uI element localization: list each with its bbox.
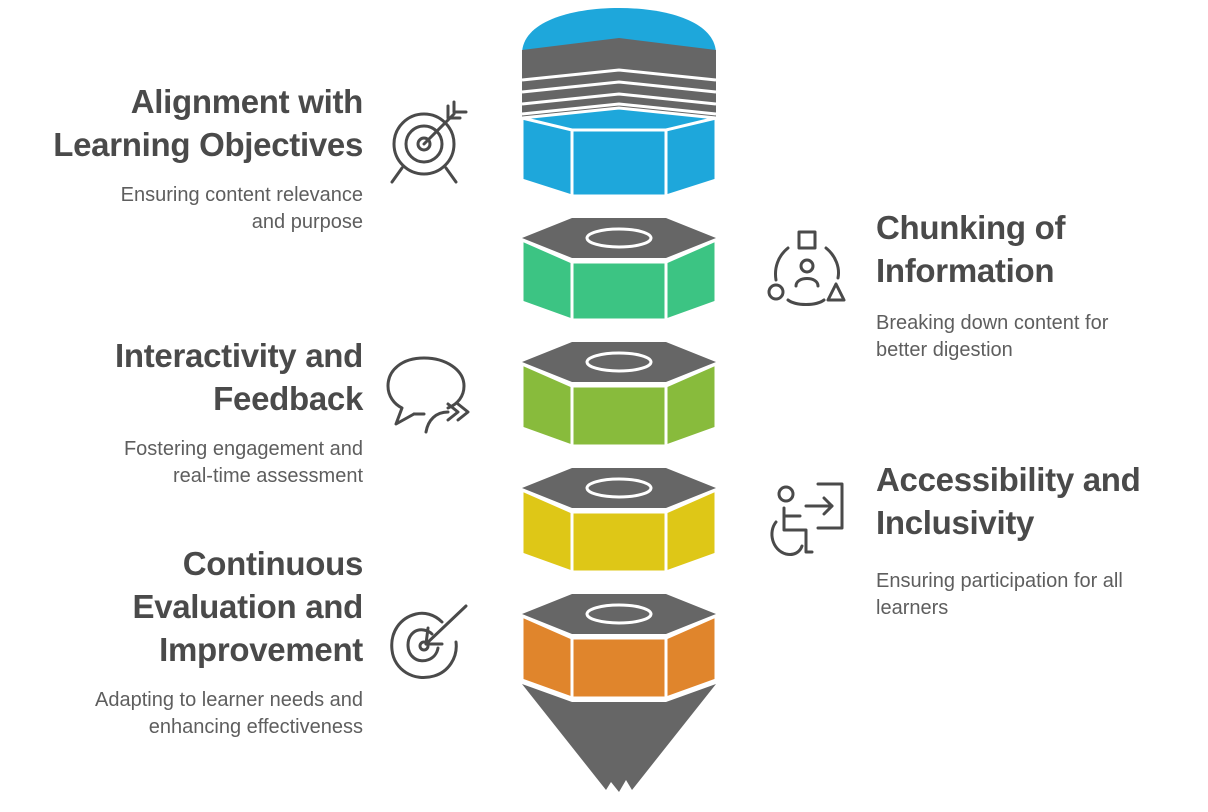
shapes-person-icon: [766, 228, 848, 310]
item-continuous-evaluation: Continuous Evaluation and Improvement Ad…: [0, 542, 363, 741]
title-line: Information: [876, 252, 1055, 289]
item-description: Ensuring participation for all learners: [876, 568, 1206, 622]
item-title: Interactivity and Feedback: [0, 334, 363, 420]
orange-prism-block: [520, 594, 718, 792]
lime-prism-top: [522, 342, 716, 382]
title-line: Evaluation and: [132, 588, 363, 625]
item-description: Adapting to learner needs and enhancing …: [0, 687, 363, 741]
item-title: Continuous Evaluation and Improvement: [0, 542, 363, 671]
title-line: Interactivity and: [115, 337, 363, 374]
description-line: and purpose: [251, 211, 363, 233]
description-line: learners: [876, 597, 949, 619]
title-line: Alignment with: [130, 83, 364, 120]
item-title: Accessibility and Inclusivity: [876, 458, 1206, 544]
yellow-prism-top: [522, 468, 716, 508]
item-description: Fostering engagement and real-time asses…: [0, 436, 363, 490]
item-description: Breaking down content for better digesti…: [876, 310, 1206, 364]
title-line: Chunking of: [876, 209, 1066, 246]
title-line: Improvement: [159, 631, 363, 668]
target-incoming-arrow-icon: [386, 600, 472, 686]
description-line: Ensuring participation for all: [876, 570, 1123, 592]
description-line: Breaking down content for: [876, 312, 1109, 334]
green-prism-top: [522, 218, 716, 258]
item-title: Alignment with Learning Objectives: [0, 80, 363, 166]
description-line: Ensuring content relevance: [120, 184, 363, 206]
blue-prism-side: [520, 106, 718, 198]
item-title: Chunking of Information: [876, 206, 1206, 292]
title-line: Continuous: [182, 545, 364, 582]
pencil-tip: [522, 684, 716, 792]
item-description: Ensuring content relevance and purpose: [0, 182, 363, 236]
target-arrow-icon: [388, 100, 470, 188]
title-line: Inclusivity: [876, 504, 1035, 541]
item-alignment: Alignment with Learning Objectives Ensur…: [0, 80, 363, 236]
description-line: better digestion: [876, 339, 1013, 361]
item-interactivity: Interactivity and Feedback Fostering eng…: [0, 334, 363, 490]
speech-bubble-arrows-icon: [384, 352, 476, 436]
title-line: Learning Objectives: [53, 126, 363, 163]
yellow-prism-block: [520, 468, 718, 574]
wheelchair-door-icon: [766, 480, 848, 564]
title-line: Accessibility and: [876, 461, 1141, 498]
description-line: Adapting to learner needs and: [95, 689, 363, 711]
green-prism-block: [520, 218, 718, 322]
orange-prism-top: [522, 594, 716, 634]
description-line: enhancing effectiveness: [148, 716, 363, 738]
description-line: Fostering engagement and: [123, 438, 363, 460]
item-accessibility: Accessibility and Inclusivity Ensuring p…: [876, 458, 1206, 622]
description-line: real-time assessment: [172, 465, 363, 487]
blue-prism-block: [520, 8, 718, 198]
lime-prism-block: [520, 342, 718, 448]
title-line: Feedback: [213, 380, 363, 417]
item-chunking: Chunking of Information Breaking down co…: [876, 206, 1206, 364]
